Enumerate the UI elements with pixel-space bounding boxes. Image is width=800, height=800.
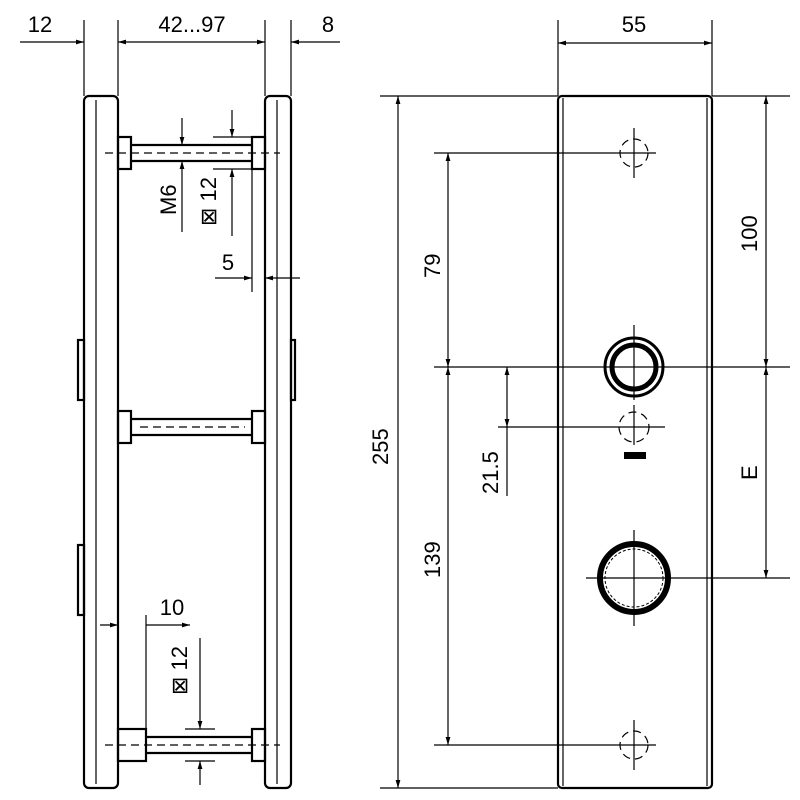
screw-top	[105, 135, 280, 171]
dim-top-to-center: 100	[737, 215, 762, 252]
dim-top-to-handle: 79	[420, 254, 445, 278]
screw-bottom	[105, 727, 280, 763]
dim-right-plate: 8	[322, 12, 334, 37]
dim-bottom-offset: 10	[160, 595, 184, 620]
screw-hole-top	[434, 128, 656, 178]
side-view: 12 42...97 8 M6 ⊠ 12 5 10 ⊠ 12	[20, 12, 340, 790]
key-hole	[498, 405, 665, 459]
dim-handle-to-bottom: 139	[420, 541, 445, 578]
screw-hole-bottom	[434, 720, 656, 770]
cylinder-hole	[586, 530, 790, 626]
dim-offset: 5	[222, 250, 234, 275]
logo-mark	[624, 452, 646, 459]
handle-rosette	[434, 325, 790, 400]
dim-handle-to-key: 21.5	[478, 451, 503, 494]
screw-middle	[116, 409, 267, 445]
escutcheon-plate	[556, 94, 714, 790]
dim-left-plate: 12	[28, 12, 52, 37]
inner-plate	[263, 94, 293, 790]
dim-width: 55	[622, 12, 646, 37]
dim-height: 255	[368, 428, 393, 465]
dim-square-top: ⊠ 12	[196, 177, 221, 226]
dim-thread: M6	[156, 184, 181, 215]
outer-plate-detail	[76, 543, 86, 617]
outer-plate-detail	[76, 338, 86, 402]
dim-door-thickness: 42...97	[158, 12, 225, 37]
dim-square-bottom: ⊠ 12	[167, 646, 192, 695]
dim-backset: E	[737, 465, 762, 480]
front-view: 55 255 79 139 21.5 100 E	[368, 12, 790, 790]
outer-plate	[82, 94, 120, 790]
